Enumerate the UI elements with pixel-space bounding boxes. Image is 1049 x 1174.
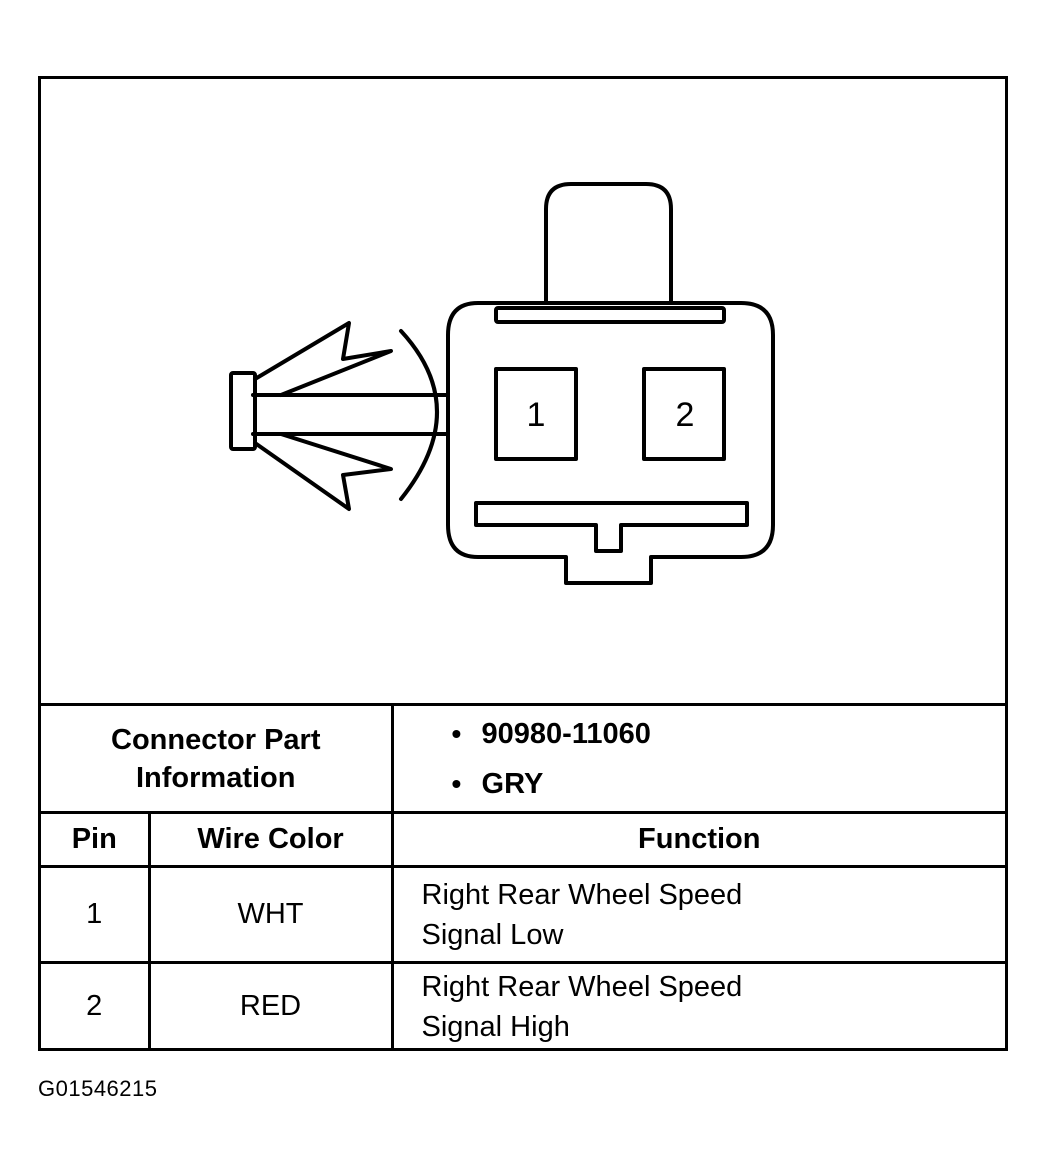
row-1-function-line2: Signal Low [421, 918, 564, 951]
row-2-function: Right Rear Wheel Speed Signal High [390, 961, 1006, 1050]
viewing-origin-block [229, 371, 257, 451]
connector-bottom-rail [474, 501, 749, 553]
header-pin: Pin [41, 811, 151, 868]
viewing-arrow-shaft [251, 393, 448, 436]
figure-id: G01546215 [38, 1076, 158, 1101]
bullet-icon: • [451, 767, 462, 799]
table-row: 2 RED Right Rear Wheel Speed Signal High [41, 961, 1006, 1050]
color-code: GRY [481, 767, 544, 800]
pin-cavity-2 [642, 367, 726, 461]
viewing-arrow-head [253, 321, 393, 397]
row-1-wire-color: WHT [147, 865, 394, 964]
connector-info-label-line1: Connector Part [111, 723, 321, 756]
row-1-function: Right Rear Wheel Speed Signal Low [390, 865, 1006, 964]
bullet-icon: • [451, 717, 462, 749]
connector-face-drawing [229, 182, 775, 585]
connector-info-label: Connector Part Information [41, 703, 394, 814]
row-2-wire-color: RED [147, 961, 394, 1050]
pin-cavity-1 [494, 367, 578, 461]
connector-pinout-table: Connector Part Information • 90980-11060 … [41, 703, 1006, 1050]
connector-body [446, 301, 775, 585]
table-row: 1 WHT Right Rear Wheel Speed Signal Low [41, 865, 1006, 964]
part-number-item: • 90980-11060 [452, 709, 1006, 759]
connector-top-tab [544, 182, 673, 305]
viewing-arc [399, 329, 439, 501]
row-2-function-line1: Right Rear Wheel Speed [421, 970, 743, 1003]
viewing-arrow-head-lower [253, 432, 393, 511]
pin-cavity-1-label: 1 [526, 396, 546, 434]
connector-info-values: • 90980-11060 • GRY [390, 703, 1006, 814]
connector-info-row: Connector Part Information • 90980-11060 … [41, 703, 1006, 814]
row-1-pin: 1 [41, 865, 151, 964]
diagram-frame: 1 2 Connector Part Information • 90980-11… [38, 76, 1008, 1051]
row-2-function-line2: Signal High [421, 1010, 570, 1043]
connector-drawing-area: 1 2 [41, 79, 1005, 703]
pin-cavity-2-label: 2 [675, 396, 695, 434]
color-code-item: • GRY [452, 759, 1006, 809]
table-header-row: Pin Wire Color Function [41, 811, 1006, 868]
part-number: 90980-11060 [481, 717, 651, 750]
row-2-pin: 2 [41, 961, 151, 1050]
connector-info-label-line2: Information [136, 761, 296, 794]
header-function: Function [390, 811, 1006, 868]
header-wire-color: Wire Color [147, 811, 394, 868]
row-1-function-line1: Right Rear Wheel Speed [421, 878, 743, 911]
connector-top-rail [494, 306, 726, 324]
